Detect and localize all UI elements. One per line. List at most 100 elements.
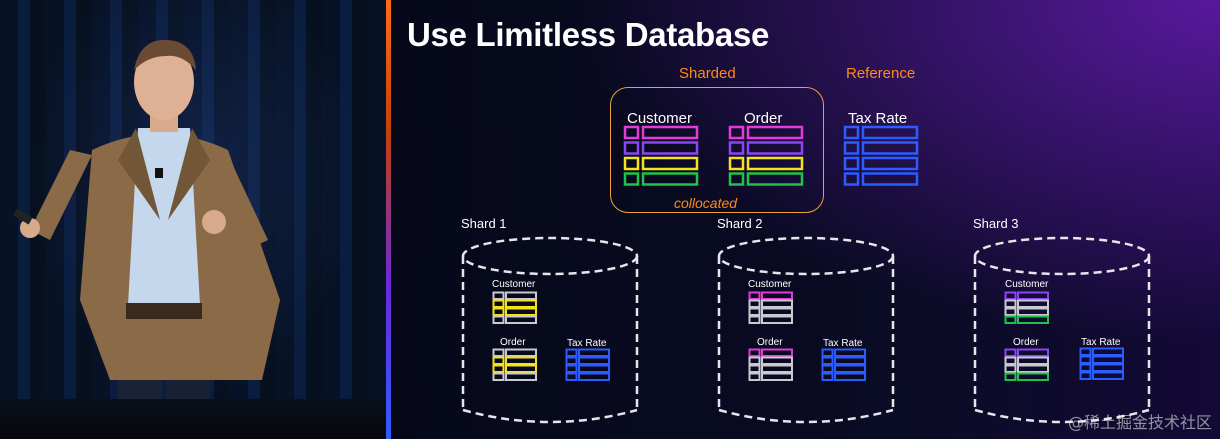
shard-3-tax-rate-table-icon	[1079, 347, 1124, 380]
table-row-key-cell	[728, 156, 745, 171]
table-row-value-cell	[761, 372, 793, 381]
shard-3-label: Shard 3	[973, 216, 1019, 231]
table-row-key-cell	[1079, 355, 1092, 364]
shard-3-tax-rate-label: Tax Rate	[1081, 337, 1121, 348]
table-row-key-cell	[492, 348, 505, 357]
shard-3-order-label: Order	[1013, 337, 1039, 348]
table-row-value-cell	[861, 156, 919, 171]
order-table-label: Order	[744, 110, 783, 127]
shard-3-order-table-icon	[1004, 348, 1049, 381]
cylinder-bottom	[462, 408, 638, 424]
table-row-key-cell	[748, 307, 761, 316]
shard-1-customer-label: Customer	[492, 279, 536, 290]
table-row-value-cell	[761, 364, 793, 373]
shard-2-customer-table-icon	[748, 291, 793, 324]
cylinder-bottom	[718, 408, 894, 424]
table-row-key-cell	[821, 356, 834, 365]
shard-2-tax-rate-label: Tax Rate	[823, 338, 863, 349]
table-row-value-cell	[861, 172, 919, 186]
table-row-key-cell	[492, 315, 505, 324]
table-row-value-cell	[1092, 371, 1124, 380]
table-row-value-cell	[641, 141, 699, 155]
table-row-value-cell	[761, 291, 793, 300]
table-row-value-cell	[1017, 291, 1049, 300]
shard-2-tax-rate-table-icon	[821, 348, 866, 381]
sharded-tables-group	[610, 87, 824, 213]
table-row-value-cell	[641, 156, 699, 171]
table-row-key-cell	[565, 348, 578, 357]
table-row-value-cell	[1017, 299, 1049, 308]
table-row-value-cell	[834, 364, 866, 373]
table-row-key-cell	[1004, 307, 1017, 316]
table-row-key-cell	[1004, 372, 1017, 381]
table-row-value-cell	[641, 172, 699, 186]
table-row-key-cell	[492, 299, 505, 308]
table-row-key-cell	[748, 356, 761, 365]
shard-1-label: Shard 1	[461, 216, 507, 231]
table-row-value-cell	[746, 141, 804, 155]
shard-3-customer-label: Customer	[1005, 279, 1049, 290]
table-row-value-cell	[578, 348, 610, 357]
table-row-key-cell	[492, 372, 505, 381]
presentation-slide: Use Limitless Database Sharded Reference…	[391, 0, 1220, 439]
table-row-value-cell	[834, 372, 866, 381]
table-row-key-cell	[1004, 348, 1017, 357]
order-table-icon	[728, 125, 804, 186]
table-row-key-cell	[1079, 363, 1092, 372]
table-row-value-cell	[834, 348, 866, 357]
table-row-key-cell	[843, 172, 860, 186]
table-row-value-cell	[761, 356, 793, 365]
table-row-key-cell	[748, 315, 761, 324]
table-row-value-cell	[746, 172, 804, 186]
table-row-key-cell	[1004, 356, 1017, 365]
table-row-value-cell	[1017, 364, 1049, 373]
table-row-key-cell	[492, 291, 505, 300]
table-row-value-cell	[746, 156, 804, 171]
table-row-value-cell	[505, 307, 537, 316]
table-row-key-cell	[1004, 315, 1017, 324]
table-row-key-cell	[623, 125, 640, 140]
stage-floor	[0, 399, 388, 439]
table-row-value-cell	[1017, 372, 1049, 381]
table-row-key-cell	[843, 141, 860, 155]
table-row-value-cell	[505, 315, 537, 324]
table-row-key-cell	[623, 141, 640, 155]
table-row-value-cell	[505, 348, 537, 357]
customer-table-icon	[623, 125, 699, 186]
table-row-key-cell	[748, 299, 761, 308]
shard-1-customer-table-icon	[492, 291, 537, 324]
table-row-value-cell	[505, 299, 537, 308]
shard-2-customer-label: Customer	[748, 279, 792, 290]
table-row-value-cell	[1092, 355, 1124, 364]
table-row-value-cell	[505, 356, 537, 365]
table-row-key-cell	[748, 372, 761, 381]
table-row-value-cell	[641, 125, 699, 140]
table-row-value-cell	[1017, 315, 1049, 324]
shard-2-order-label: Order	[757, 337, 783, 348]
table-row-key-cell	[821, 364, 834, 373]
table-row-value-cell	[761, 307, 793, 316]
table-row-key-cell	[1004, 364, 1017, 373]
shard-2-cylinder	[717, 236, 895, 424]
table-row-value-cell	[578, 356, 610, 365]
table-row-key-cell	[492, 307, 505, 316]
tax-rate-table-icon	[843, 125, 919, 186]
table-row-value-cell	[505, 364, 537, 373]
shard-1-order-label: Order	[500, 337, 526, 348]
collocated-label: collocated	[674, 195, 738, 211]
table-row-value-cell	[861, 125, 919, 140]
tax-rate-table-label: Tax Rate	[848, 110, 908, 127]
slide-title: Use Limitless Database	[407, 16, 770, 53]
shard-1-order-table-icon	[492, 348, 537, 381]
table-row-key-cell	[492, 364, 505, 373]
shard-3-cylinder	[973, 236, 1151, 424]
table-row-value-cell	[505, 372, 537, 381]
table-row-key-cell	[821, 348, 834, 357]
table-row-key-cell	[1004, 299, 1017, 308]
table-row-key-cell	[1079, 371, 1092, 380]
table-row-value-cell	[861, 141, 919, 155]
table-row-key-cell	[565, 372, 578, 381]
table-row-value-cell	[1017, 356, 1049, 365]
shard-2-label: Shard 2	[717, 216, 763, 231]
slide-accent-bar	[386, 0, 391, 439]
